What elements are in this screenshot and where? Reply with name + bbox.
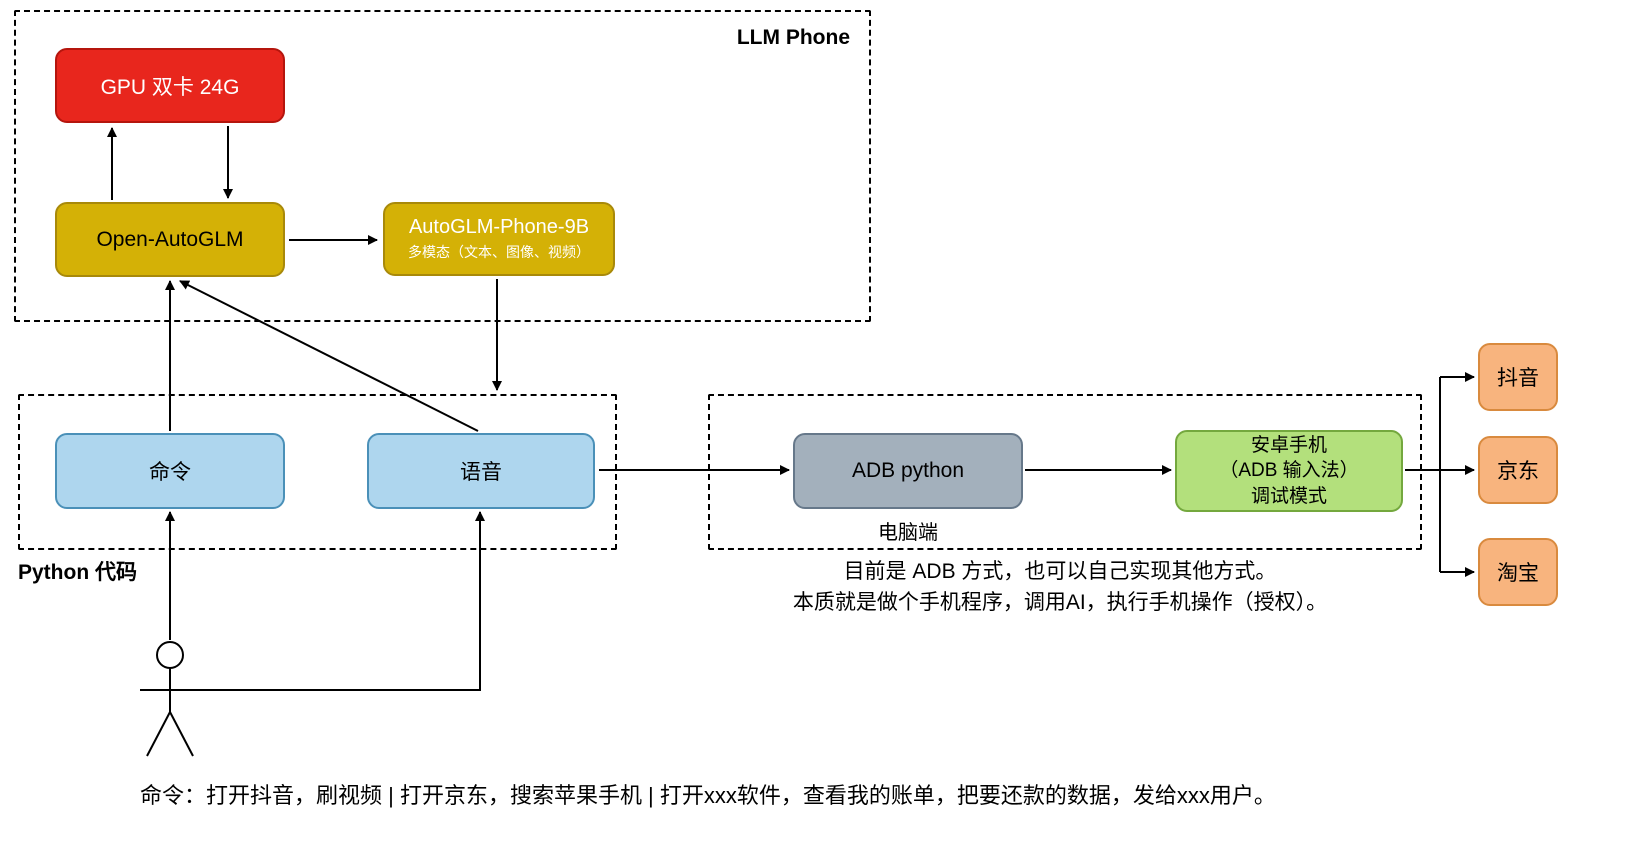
- adb-note-line1: 目前是 ADB 方式，也可以自己实现其他方式。: [843, 560, 1277, 583]
- command-node: 命令: [55, 433, 285, 509]
- arrow-user-to-voice: [178, 511, 485, 691]
- open-autoglm-node-label: Open-AutoGLM: [96, 227, 244, 251]
- android-phone-node-line3: 调试模式: [1250, 485, 1327, 507]
- app-node-douyin: 抖音: [1478, 343, 1558, 411]
- computer-group-label: 电脑端: [878, 522, 938, 544]
- adb-python-node: ADB python: [793, 433, 1023, 509]
- gpu-node-label: GPU 双卡 24G: [100, 75, 240, 99]
- app-node-douyin-label: 抖音: [1497, 367, 1539, 390]
- android-phone-node: 安卓手机 （ADB 输入法） 调试模式: [1175, 430, 1403, 512]
- android-phone-node-line1: 安卓手机: [1250, 434, 1327, 456]
- android-phone-node-line2: （ADB 输入法）: [1219, 460, 1359, 482]
- computer-group: [708, 394, 1422, 550]
- adb-note: 目前是 ADB 方式，也可以自己实现其他方式。 本质就是做个手机程序，调用AI，…: [700, 556, 1420, 618]
- adb-note-line2: 本质就是做个手机程序，调用AI，执行手机操作（授权）。: [792, 591, 1328, 614]
- python-group: [18, 394, 617, 550]
- arrow-voice-to-openautoglm: [179, 280, 479, 432]
- gpu-node: GPU 双卡 24G: [55, 48, 285, 123]
- autoglm-phone-node: AutoGLM-Phone-9B 多模态（文本、图像、视频）: [383, 202, 615, 276]
- autoglm-phone-node-subtitle: 多模态（文本、图像、视频）: [408, 244, 590, 260]
- open-autoglm-node: Open-AutoGLM: [55, 202, 285, 277]
- app-node-jingdong: 京东: [1478, 436, 1558, 504]
- python-group-label: Python 代码: [18, 561, 137, 584]
- command-node-label: 命令: [149, 461, 191, 484]
- app-node-jingdong-label: 京东: [1497, 460, 1539, 483]
- llm-phone-group: [14, 10, 871, 322]
- user-stick-figure: [140, 641, 200, 757]
- command-example-caption: 命令：打开抖音，刷视频 | 打开京东，搜索苹果手机 | 打开xxx软件，查看我的…: [140, 783, 1276, 808]
- voice-node-label: 语音: [460, 461, 502, 484]
- adb-python-node-label: ADB python: [851, 459, 965, 482]
- autoglm-phone-node-title: AutoGLM-Phone-9B: [408, 216, 590, 238]
- app-node-taobao-label: 淘宝: [1497, 562, 1539, 585]
- app-node-taobao: 淘宝: [1478, 538, 1558, 606]
- voice-node: 语音: [367, 433, 595, 509]
- llm-phone-group-label: LLM Phone: [736, 26, 850, 49]
